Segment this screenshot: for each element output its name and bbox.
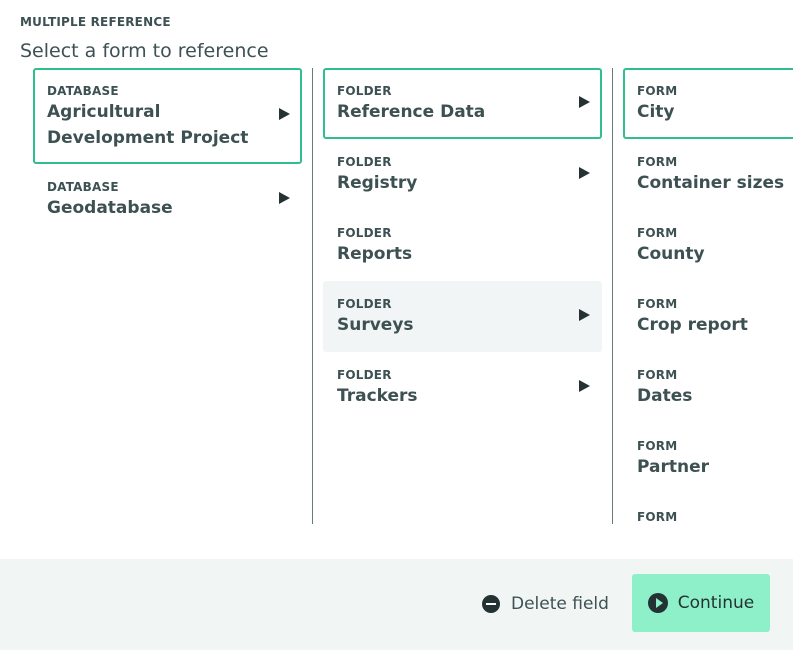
- item-kind: DATABASE: [47, 180, 119, 194]
- item-kind: FORM: [637, 368, 678, 382]
- column-divider: [312, 68, 313, 524]
- continue-label: Continue: [677, 593, 755, 613]
- item-kind: FOLDER: [337, 84, 392, 98]
- item-kind: FOLDER: [337, 297, 392, 311]
- item-kind: FORM: [637, 510, 678, 524]
- list-item-form[interactable]: FORM Crop report: [623, 281, 793, 352]
- item-label: Trackers: [337, 386, 418, 406]
- item-kind: FORM: [637, 439, 678, 453]
- item-kind: DATABASE: [47, 84, 119, 98]
- field-type-label: MULTIPLE REFERENCE: [20, 15, 171, 29]
- delete-field-button[interactable]: Delete field: [482, 592, 609, 616]
- database-column: DATABASE Agricultural Development Projec…: [33, 68, 312, 524]
- play-circle-icon: [647, 593, 668, 613]
- list-item-form[interactable]: FORM County: [623, 210, 793, 281]
- triangle-right-icon: [279, 191, 290, 204]
- column-divider: [612, 68, 613, 524]
- list-item-form[interactable]: FORM Partner: [623, 423, 793, 494]
- page-title: Select a form to reference: [20, 40, 269, 62]
- triangle-right-icon: [579, 95, 590, 108]
- triangle-right-icon: [579, 166, 590, 179]
- item-kind: FORM: [637, 84, 678, 98]
- item-label: Surveys: [337, 315, 414, 335]
- form-column: FORM City FORM Container sizes FORM Coun…: [623, 68, 793, 524]
- item-label: Reports: [337, 244, 413, 264]
- item-kind: FOLDER: [337, 155, 392, 169]
- delete-field-label: Delete field: [511, 594, 609, 614]
- list-item-form[interactable]: FORM Dates: [623, 352, 793, 423]
- continue-button[interactable]: Continue: [632, 574, 770, 632]
- item-label: Crop report: [637, 315, 748, 335]
- list-item-database[interactable]: DATABASE Geodatabase: [33, 164, 302, 235]
- item-label: Dates: [637, 386, 693, 406]
- item-label: Registry: [337, 173, 418, 193]
- item-label: Container sizes: [637, 173, 785, 193]
- item-kind: FORM: [637, 226, 678, 240]
- list-item-folder[interactable]: FOLDER Registry: [323, 139, 602, 210]
- list-item-folder[interactable]: FOLDER Reports: [323, 210, 602, 281]
- list-item-database[interactable]: DATABASE Agricultural Development Projec…: [33, 68, 302, 164]
- list-item-form[interactable]: FORM City: [623, 68, 793, 139]
- item-label: Agricultural Development Project: [47, 102, 249, 148]
- item-label: Reference Data: [337, 102, 486, 122]
- item-label: Geodatabase: [47, 198, 173, 218]
- list-item-folder[interactable]: FOLDER Surveys: [323, 281, 602, 352]
- item-kind: FORM: [637, 155, 678, 169]
- item-kind: FOLDER: [337, 368, 392, 382]
- item-kind: FOLDER: [337, 226, 392, 240]
- folder-column: FOLDER Reference Data FOLDER Registry FO…: [323, 68, 612, 524]
- list-item-folder[interactable]: FOLDER Trackers: [323, 352, 602, 423]
- item-label: County: [637, 244, 705, 264]
- triangle-right-icon: [579, 308, 590, 321]
- item-label: Partner: [637, 457, 710, 477]
- item-label: City: [637, 102, 675, 122]
- list-item-form[interactable]: FORM: [623, 494, 793, 524]
- triangle-right-icon: [579, 379, 590, 392]
- minus-circle-icon: [482, 595, 500, 613]
- triangle-right-icon: [279, 108, 290, 120]
- item-kind: FORM: [637, 297, 678, 311]
- list-item-folder[interactable]: FOLDER Reference Data: [323, 68, 602, 139]
- footer-bar: Delete field Continue: [0, 559, 793, 650]
- list-item-form[interactable]: FORM Container sizes: [623, 139, 793, 210]
